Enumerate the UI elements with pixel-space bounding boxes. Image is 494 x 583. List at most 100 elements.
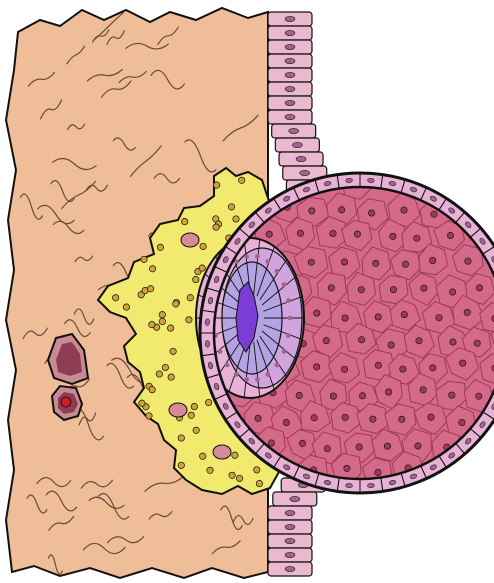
syncytio-nucleus <box>205 399 211 405</box>
epithelial-nucleus <box>285 58 295 63</box>
blastocoel-nucleus <box>400 366 406 372</box>
disc-nucleus <box>275 269 280 274</box>
syncytio-nucleus <box>228 204 234 210</box>
trophoblast-nucleus <box>205 340 210 347</box>
trophoblast-nucleus <box>346 483 353 488</box>
blastocoel-nucleus <box>399 416 405 422</box>
syncytio-nucleus <box>173 301 179 307</box>
blastocoel-nucleus <box>401 311 407 317</box>
disc-nucleus <box>255 377 260 382</box>
disc-nucleus <box>282 349 287 354</box>
epithelial-nucleus <box>285 44 295 49</box>
syncytio-nucleus <box>191 403 197 409</box>
trophoblast-nucleus <box>205 319 210 326</box>
epithelial-nucleus <box>285 16 295 21</box>
lacuna <box>181 233 199 247</box>
syncytio-nucleus <box>156 371 162 377</box>
blastocoel-nucleus <box>447 232 453 238</box>
syncytio-nucleus <box>254 467 260 473</box>
syncytio-nucleus <box>200 243 206 249</box>
syncytio-nucleus <box>170 348 176 354</box>
syncytio-nucleus <box>147 286 153 292</box>
disc-nucleus <box>286 298 291 303</box>
blastocoel-nucleus <box>375 362 381 368</box>
syncytio-nucleus <box>187 295 193 301</box>
syncytio-nucleus <box>149 321 155 327</box>
epithelial-nucleus <box>285 100 295 105</box>
syncytio-nucleus <box>213 182 219 188</box>
blastocoel-nucleus <box>309 208 315 214</box>
epithelial-nucleus <box>285 510 295 515</box>
syncytio-nucleus <box>207 467 213 473</box>
syncytio-nucleus <box>149 387 155 393</box>
blastocoel-nucleus <box>430 365 436 371</box>
syncytio-nucleus <box>159 318 165 324</box>
syncytio-nucleus <box>193 427 199 433</box>
syncytio-nucleus <box>168 374 174 380</box>
trophoblast-nucleus <box>367 178 374 183</box>
syncytio-nucleus <box>112 295 118 301</box>
disc-nucleus <box>265 372 270 377</box>
blastocoel-nucleus <box>330 230 336 236</box>
blastocoel-nucleus <box>342 414 348 420</box>
blastocoel-nucleus <box>450 339 456 345</box>
disc-nucleus <box>234 372 239 377</box>
epithelial-nucleus <box>285 30 295 35</box>
syncytio-nucleus <box>178 435 184 441</box>
syncytio-nucleus <box>149 266 155 272</box>
blastocoel-nucleus <box>416 338 422 344</box>
blastocoel-nucleus <box>323 337 329 343</box>
syncytio-nucleus <box>159 312 165 318</box>
blastocoel-nucleus <box>373 260 379 266</box>
syncytio-nucleus <box>233 216 239 222</box>
syncytio-nucleus <box>167 325 173 331</box>
maternal-blood-vessels <box>48 334 88 420</box>
blastocoel-nucleus <box>370 416 376 422</box>
blastocoel-nucleus <box>402 261 408 267</box>
disc-nucleus <box>265 259 270 264</box>
disc-nucleus <box>255 254 260 259</box>
epithelial-nucleus <box>285 538 295 543</box>
blastocoel-nucleus <box>296 392 302 398</box>
epithelial-nucleus <box>285 524 295 529</box>
syncytio-nucleus <box>236 475 242 481</box>
epithelial-nucleus <box>285 72 295 77</box>
blastocoel-nucleus <box>465 258 471 264</box>
blastocoel-nucleus <box>449 392 455 398</box>
syncytio-nucleus <box>146 413 152 419</box>
syncytio-nucleus <box>141 256 147 262</box>
blastocoel-nucleus <box>314 364 320 370</box>
blastocoel-nucleus <box>449 289 455 295</box>
syncytio-nucleus <box>199 265 205 271</box>
disc-nucleus <box>218 349 223 354</box>
blastocoel-nucleus <box>341 259 347 265</box>
blastocoel-nucleus <box>342 315 348 321</box>
blastocoel-nucleus <box>476 285 482 291</box>
blastocoel-nucleus <box>339 207 345 213</box>
epithelial-nucleus <box>296 156 306 161</box>
blastocoel-nucleus <box>390 286 396 292</box>
blastocoel-nucleus <box>358 287 364 293</box>
syncytio-nucleus <box>123 304 129 310</box>
syncytio-nucleus <box>213 224 219 230</box>
blastocoel-nucleus <box>428 414 434 420</box>
blastocoel-nucleus <box>421 285 427 291</box>
blastocoel-nucleus <box>314 310 320 316</box>
blastocoel-nucleus <box>308 259 314 265</box>
blastocoel-nucleus <box>324 446 330 452</box>
blastocoel-nucleus <box>474 340 480 346</box>
epithelial-nucleus <box>300 170 310 175</box>
epithelial-nucleus <box>289 128 299 133</box>
disc-nucleus <box>225 363 230 368</box>
syncytio-nucleus <box>229 472 235 478</box>
epithelial-nucleus <box>290 496 300 501</box>
blastocoel-nucleus <box>356 444 362 450</box>
blastocoel-nucleus <box>476 393 482 399</box>
blastocoel-nucleus <box>464 309 470 315</box>
blastocoel-nucleus <box>311 415 317 421</box>
blastocoel-nucleus <box>431 211 437 217</box>
syncytio-nucleus <box>239 177 245 183</box>
syncytio-nucleus <box>157 244 163 250</box>
syncytio-nucleus <box>162 364 168 370</box>
